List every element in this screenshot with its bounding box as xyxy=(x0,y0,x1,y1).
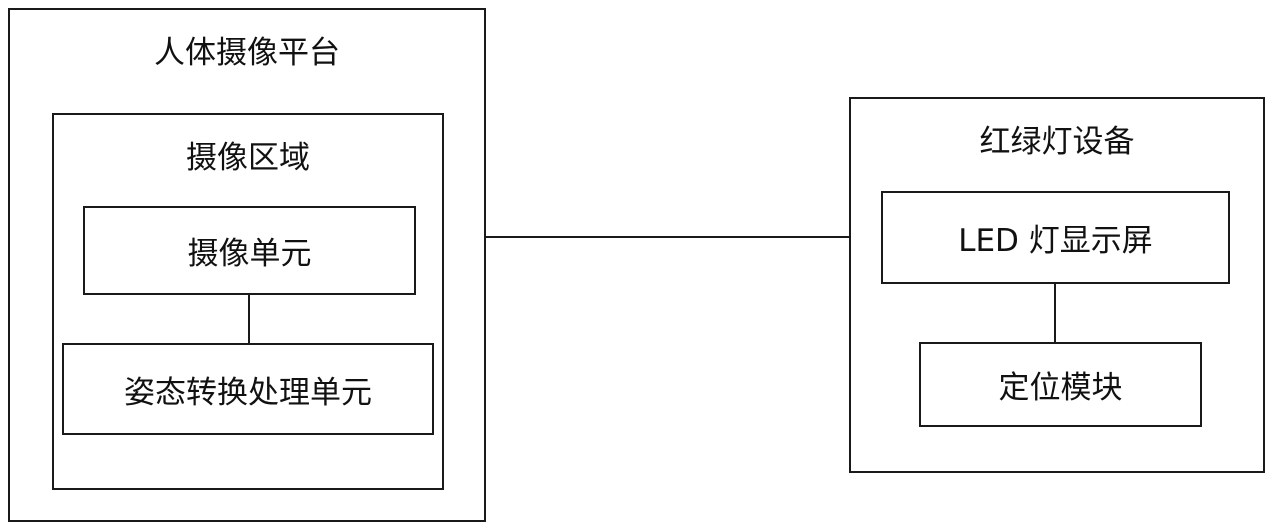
positioning-module-box: 定位模块 xyxy=(919,342,1202,427)
camera-platform-title: 人体摄像平台 xyxy=(154,35,340,71)
connector-led-to-positioning xyxy=(1054,284,1056,343)
led-screen-box: LED 灯显示屏 xyxy=(881,191,1230,284)
camera-unit-box: 摄像单元 xyxy=(83,206,416,295)
camera-area-title: 摄像区域 xyxy=(186,140,310,176)
positioning-module-label: 定位模块 xyxy=(998,370,1123,406)
pose-unit-label: 姿态转换处理单元 xyxy=(124,374,372,411)
connector-platform-to-traffic xyxy=(486,236,849,238)
connector-camera-to-pose xyxy=(248,295,250,344)
led-screen-label: LED 灯显示屏 xyxy=(958,223,1153,259)
camera-unit-label: 摄像单元 xyxy=(187,236,312,272)
pose-unit-box: 姿态转换处理单元 xyxy=(62,343,434,435)
traffic-light-device-title: 红绿灯设备 xyxy=(979,124,1135,160)
